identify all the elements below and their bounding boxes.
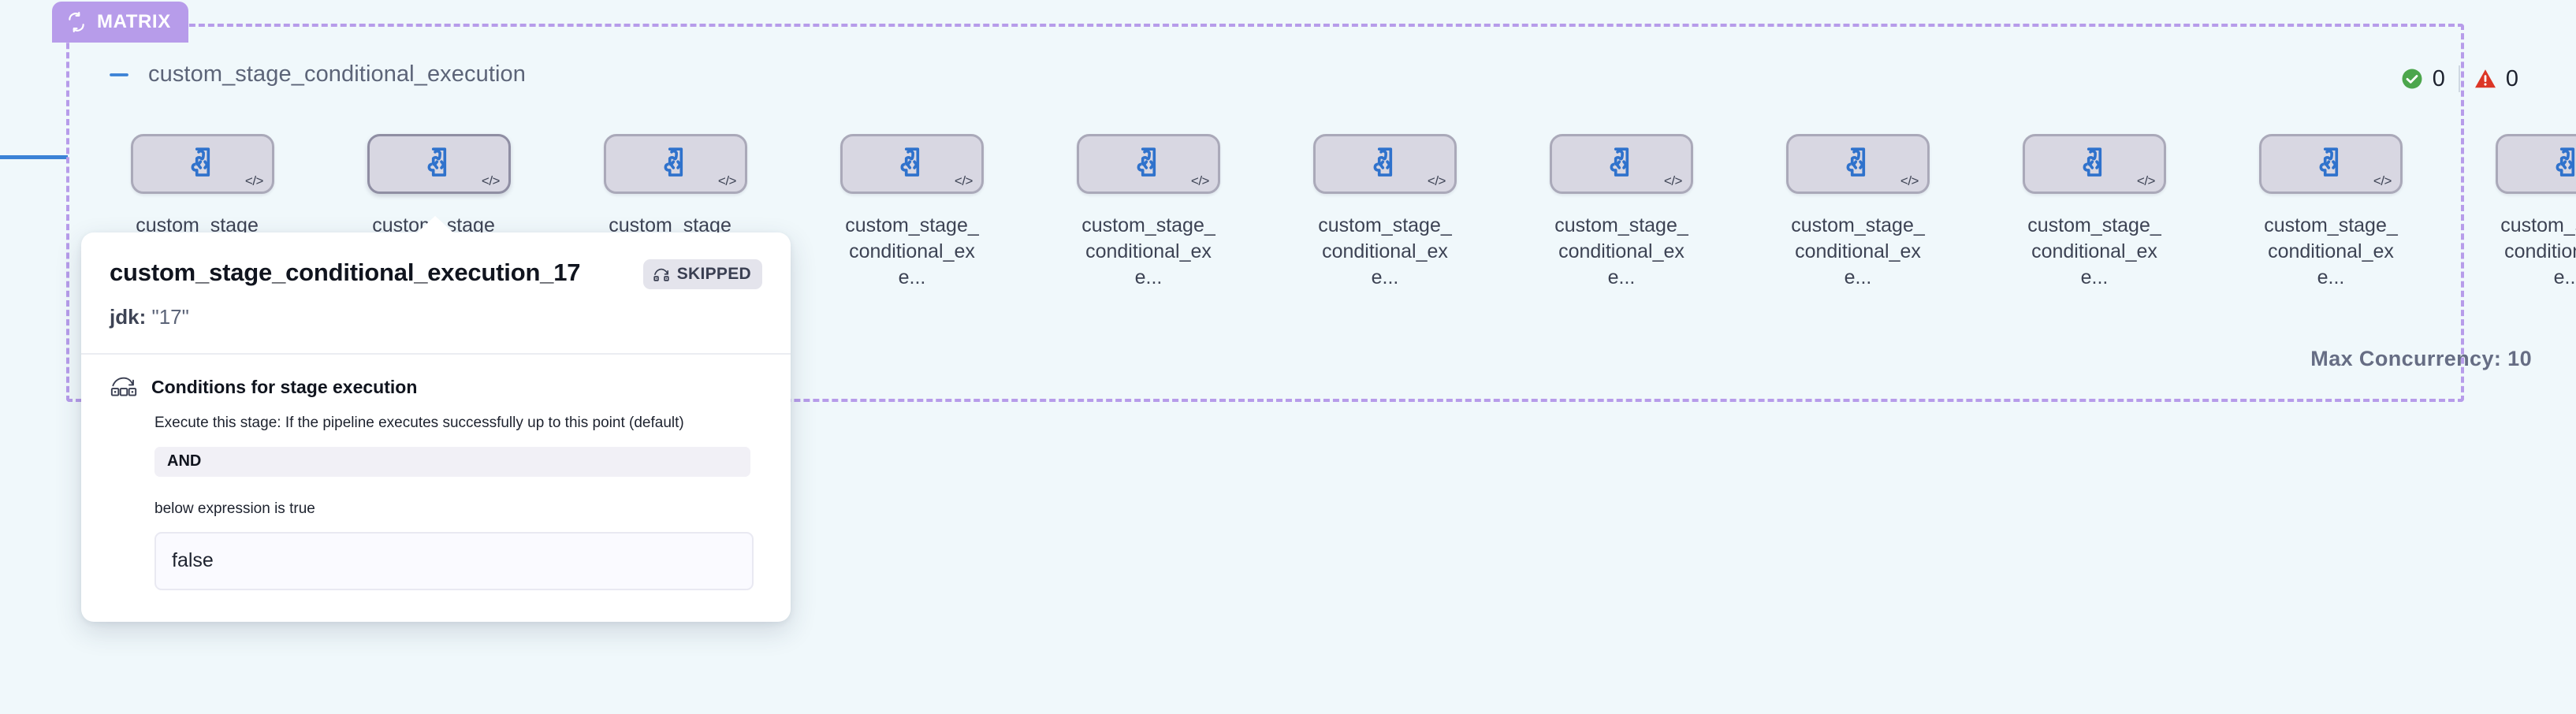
skip-conditions-icon (110, 375, 138, 399)
code-brackets-icon: </> (481, 173, 501, 188)
condition-note: below expression is true (154, 500, 315, 517)
stage-node[interactable]: </> custom_stage_conditional_exe... (1077, 134, 1220, 291)
code-brackets-icon: </> (1663, 173, 1683, 188)
stage-node-chip[interactable]: </> (604, 134, 747, 194)
puzzle-code-icon (2549, 147, 2576, 180)
puzzle-code-icon (2313, 147, 2349, 180)
stage-node-chip[interactable]: </> (367, 134, 511, 194)
stage-node-label: custom_stage_conditional_exe... (1081, 214, 1215, 288)
code-brackets-icon: </> (2373, 173, 2392, 188)
stage-node-label: custom_stage_conditional_exe... (1318, 214, 1452, 288)
puzzle-code-icon (421, 147, 457, 180)
stage-node[interactable]: </> custom_stage_conditional_exe... (1786, 134, 1930, 291)
stage-node-chip[interactable]: </> (131, 134, 274, 194)
loop-icon (66, 12, 87, 32)
matrix-axis-value: jdk: "17" (110, 305, 762, 329)
max-concurrency-label: Max Concurrency: 10 (2310, 347, 2532, 370)
minus-icon[interactable] (107, 63, 131, 87)
code-brackets-icon: </> (1190, 173, 1210, 188)
matrix-badge-label: MATRIX (97, 11, 171, 32)
code-brackets-icon: </> (1900, 173, 1919, 188)
code-brackets-icon: </> (2136, 173, 2156, 188)
check-circle-icon (2400, 67, 2424, 91)
stage-node-label: custom_stage_conditional_exe... (1791, 214, 1925, 288)
puzzle-code-icon (1130, 147, 1167, 180)
incoming-connector-line (0, 155, 68, 159)
skip-icon (653, 266, 670, 283)
tooltip-arrow (416, 216, 454, 233)
conditions-description: Execute this stage: If the pipeline exec… (154, 415, 684, 431)
status-badge: SKIPPED (642, 259, 762, 289)
tooltip-conditions-section: Conditions for stage execution Execute t… (81, 355, 791, 622)
puzzle-code-icon (2076, 147, 2113, 180)
matrix-group-container (66, 24, 2464, 402)
success-counter: 0 (2387, 67, 2459, 91)
stage-node[interactable]: </> custom_stage_conditional_exe... (1550, 134, 1693, 291)
code-brackets-icon: </> (244, 173, 264, 188)
puzzle-code-icon (1840, 147, 1876, 180)
matrix-axis-key: jdk: (110, 305, 147, 329)
stage-node[interactable]: </> custom_stage_conditional_exe... (2259, 134, 2403, 291)
puzzle-code-icon (1367, 147, 1403, 180)
code-brackets-icon: </> (1427, 173, 1446, 188)
code-brackets-icon: </> (954, 173, 973, 188)
puzzle-code-icon (894, 147, 930, 180)
stage-node-label: custom_stage_conditional_exe... (2264, 214, 2398, 288)
warning-count: 0 (2505, 65, 2518, 91)
stage-node-label: custom_stage_conditional_exe... (2500, 214, 2576, 288)
group-header: custom_stage_conditional_execution (107, 61, 526, 87)
stage-node-label: custom_stage_conditional_exe... (845, 214, 979, 288)
stage-node-chip[interactable]: </> (840, 134, 984, 194)
puzzle-code-icon (184, 147, 221, 180)
stage-node[interactable]: </> custom_stage_conditional_exe... (840, 134, 984, 291)
matrix-badge[interactable]: MATRIX (52, 2, 188, 43)
status-counters: 0 0 (2387, 63, 2532, 95)
conditions-heading: Conditions for stage execution (151, 376, 418, 397)
stage-node[interactable]: </> custom_stage_conditional_exe... (2023, 134, 2166, 291)
stage-node-chip[interactable]: </> (2496, 134, 2576, 194)
counter-divider (2458, 65, 2460, 92)
stage-nodes-row: </> custom_stage_conditional_exe... </> cus… (131, 134, 2576, 291)
stage-node-chip[interactable]: </> (2023, 134, 2166, 194)
matrix-axis-val: "17" (151, 305, 189, 329)
code-brackets-icon: </> (717, 173, 737, 188)
stage-node-label: custom_stage_conditional_exe... (1554, 214, 1688, 288)
tooltip-divider (81, 353, 791, 355)
tooltip-title: custom_stage_conditional_execution_17 (110, 258, 581, 286)
stage-node-label: custom_stage_conditional_exe... (2027, 214, 2161, 288)
stage-node-chip[interactable]: </> (1786, 134, 1930, 194)
warning-counter: 0 (2460, 67, 2532, 91)
tooltip-header: custom_stage_conditional_execution_17 SK… (81, 232, 791, 353)
stage-node[interactable]: </> custom_stage_conditional_exe... (1313, 134, 1457, 291)
condition-operator-chip: AND (154, 446, 750, 477)
stage-tooltip-card: custom_stage_conditional_execution_17 SK… (81, 216, 791, 622)
puzzle-code-icon (1603, 147, 1640, 180)
warning-triangle-icon (2474, 67, 2497, 91)
stage-node-chip[interactable]: </> (1313, 134, 1457, 194)
stage-node-chip[interactable]: </> (1077, 134, 1220, 194)
puzzle-code-icon (657, 147, 694, 180)
stage-node[interactable]: </> custom_stage_conditional_exe... (2496, 134, 2576, 291)
page-title: custom_stage_conditional_execution (148, 61, 526, 87)
success-count: 0 (2432, 65, 2445, 91)
status-badge-label: SKIPPED (676, 265, 751, 283)
condition-expression-box: false (154, 531, 754, 590)
stage-node-chip[interactable]: </> (1550, 134, 1693, 194)
stage-node-chip[interactable]: </> (2259, 134, 2403, 194)
